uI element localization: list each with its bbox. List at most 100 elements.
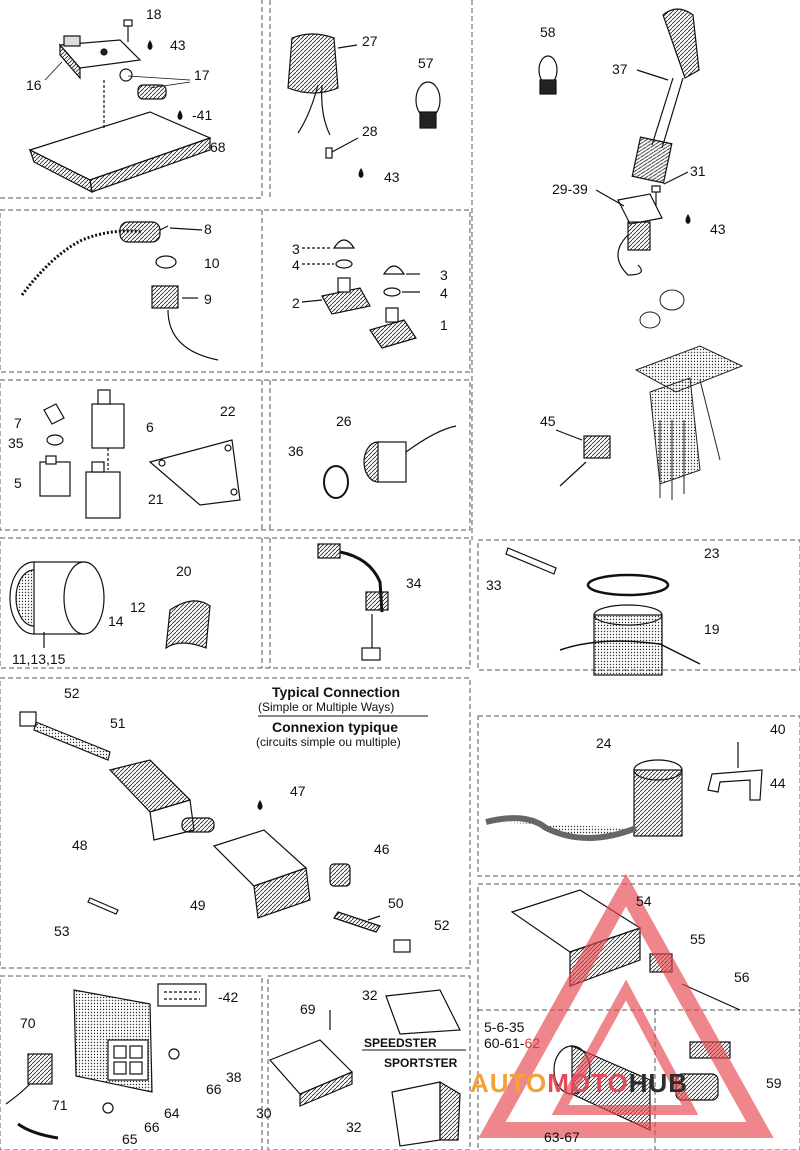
callout-57: 57 (418, 55, 434, 71)
callout-5: 5 (14, 475, 22, 491)
part-32a-bracket (385, 989, 461, 1035)
callout-49: 49 (190, 897, 206, 913)
part-46-sleeve (329, 863, 351, 887)
throttle-assembly (634, 289, 744, 500)
callout-37: 37 (612, 61, 628, 77)
callout-35: 35 (8, 435, 24, 451)
callout-31: 31 (690, 163, 706, 179)
part-5-relay (39, 455, 71, 497)
conn-subtitle-fr: (circuits simple ou multiple) (256, 735, 401, 749)
callout-32: 32 (362, 987, 378, 1003)
part-16-bracket (58, 35, 142, 80)
watermark-moto: MOTO (547, 1068, 629, 1098)
part-43c-drop (685, 214, 691, 224)
callout-59: 59 (766, 1075, 782, 1091)
callout-43: 43 (170, 37, 186, 53)
callout-8: 8 (204, 221, 212, 237)
model-speedster: SPEEDSTER (364, 1036, 437, 1050)
callout-48: 48 (72, 837, 88, 853)
callout-2: 2 (292, 295, 300, 311)
callout-56: 56 (734, 969, 750, 985)
part-41-drop (177, 110, 183, 120)
callout-3: 3 (440, 267, 448, 283)
callout-4: 4 (292, 257, 300, 273)
part-31-screw (651, 171, 689, 206)
callout-50: 50 (388, 895, 404, 911)
part-71-terminal (17, 1122, 59, 1140)
callout-47: 47 (290, 783, 306, 799)
callout-69: 69 (300, 1001, 316, 1017)
callout-33: 33 (486, 577, 502, 593)
part-29-39-base (595, 189, 663, 276)
model-sportster: SPORTSTER (384, 1056, 458, 1070)
part-33-rod (505, 547, 557, 575)
part-37-lever (631, 8, 700, 184)
part-34-sensor (317, 543, 389, 661)
callout-21: 21 (148, 491, 164, 507)
part-50-terminal (333, 911, 381, 933)
part-64-fuse-box (73, 989, 153, 1093)
conn-title-fr: Connexion typique (272, 719, 398, 735)
part-4a-ring (302, 259, 353, 269)
part-52b-cap (393, 939, 411, 953)
callout-1: 1 (440, 317, 448, 333)
callout-16: 16 (26, 77, 42, 93)
part-30-module (268, 1039, 354, 1107)
callout-34: 34 (406, 575, 422, 591)
callout-20: 20 (176, 563, 192, 579)
callout-4: 4 (440, 285, 448, 301)
conn-title-en: Typical Connection (272, 684, 401, 700)
callout-66: 66 (144, 1119, 160, 1135)
part-3b-cap (382, 265, 420, 275)
callout-27: 27 (362, 33, 378, 49)
callout-38: 38 (226, 1069, 242, 1085)
part-3a-cap (302, 239, 356, 249)
callout-29-39: 29-39 (552, 181, 588, 197)
callout-43: 43 (384, 169, 400, 185)
callout-55: 55 (690, 931, 706, 947)
callout-42: -42 (218, 989, 239, 1005)
part-68-plate (28, 80, 212, 194)
conn-subtitle-en: (Simple or Multiple Ways) (258, 700, 395, 714)
callout-51: 51 (110, 715, 126, 731)
callout-24: 24 (596, 735, 612, 751)
part-17-pin (119, 68, 167, 100)
callout-12: 12 (130, 599, 146, 615)
callout-28: 28 (362, 123, 378, 139)
part-7-knob (43, 403, 65, 425)
callout-23: 23 (704, 545, 720, 561)
part-43a-drop (147, 40, 153, 50)
callout-53: 53 (54, 923, 70, 939)
callout-66: 66 (206, 1081, 222, 1097)
part-22-plate (148, 439, 241, 506)
callout-10: 10 (204, 255, 220, 271)
part-18-screw (123, 19, 133, 42)
part-47-drop (257, 800, 263, 810)
callout-52: 52 (434, 917, 450, 933)
part-66-screws (102, 1048, 180, 1114)
part-44-bracket (707, 769, 763, 801)
part-43b-drop (358, 168, 364, 178)
callout-26: 26 (336, 413, 352, 429)
part-23-ring (586, 573, 670, 597)
callout-40: 40 (770, 721, 786, 737)
part-9-switch (151, 285, 219, 361)
watermark-triangle (478, 873, 774, 1138)
part-58-bulb (538, 55, 558, 95)
callout-63-67: 63-67 (544, 1129, 580, 1145)
callout-54: 54 (636, 893, 652, 909)
watermark-auto: AUTO (470, 1068, 548, 1098)
callout-60-61: 60-61- (484, 1035, 525, 1051)
part-36-ring (323, 465, 349, 499)
part-8-cable (20, 221, 203, 296)
part-49-housing (212, 829, 311, 919)
part-24-housing (485, 759, 683, 841)
part-42-label (157, 983, 207, 1007)
part-4b-ring (383, 287, 420, 297)
part-11-13-15-gauge (9, 561, 105, 648)
callout-18: 18 (146, 6, 162, 22)
part-6-relay (85, 389, 125, 519)
watermark-hub: HUB (628, 1068, 689, 1098)
callout-14: 14 (108, 613, 124, 629)
